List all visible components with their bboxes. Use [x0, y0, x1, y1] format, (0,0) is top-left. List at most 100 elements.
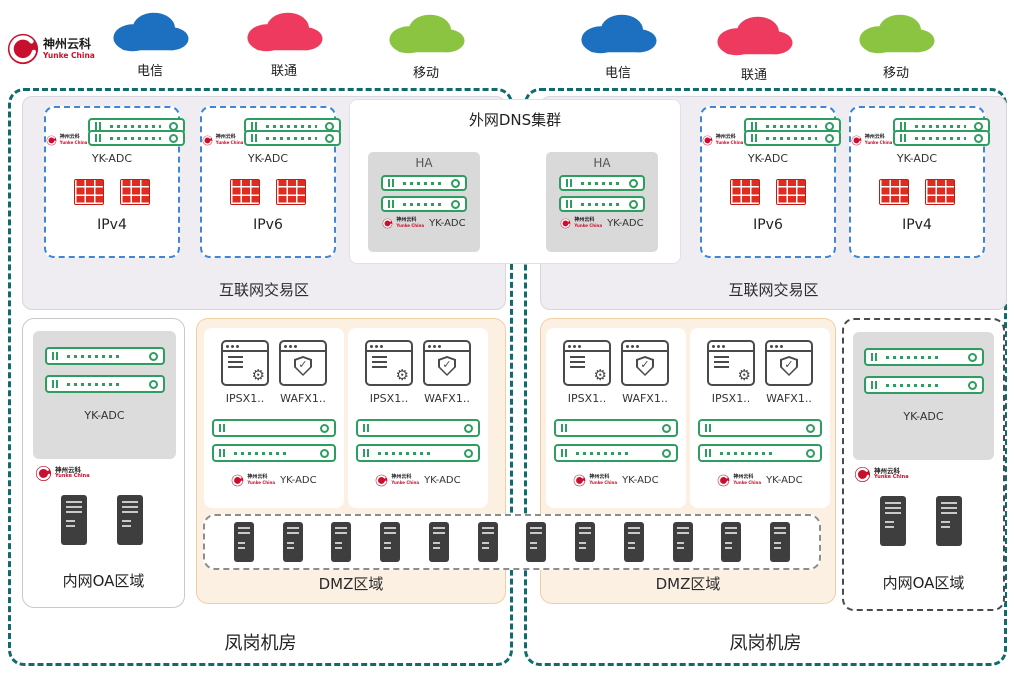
shield-icon: ✓ [780, 355, 798, 376]
server-tower-icon [936, 496, 962, 546]
firewall-icon [74, 179, 104, 205]
adc-appliance-icon [356, 419, 480, 437]
adc-appliance-stack-icon [893, 118, 991, 146]
adc-appliance-icon [698, 444, 822, 462]
dmz-server-strip [203, 514, 821, 570]
firewall-icon [925, 179, 955, 205]
adc-appliance-icon [381, 175, 467, 191]
yk-adc-label: YK-ADC [84, 409, 125, 422]
waf-icon: ✓ [765, 340, 813, 386]
server-tower-icon [61, 495, 87, 545]
server-tower-icon [428, 522, 449, 562]
cloud-telecom-2: 电信 [572, 8, 664, 81]
cloud-label: 联通 [270, 64, 297, 79]
yk-adc-label: YK-ADC [247, 152, 289, 165]
server-tower-icon [672, 522, 693, 562]
server-tower-icon [880, 496, 906, 546]
ipv6-label: IPv6 [253, 217, 283, 233]
adc-appliance-icon [698, 419, 822, 437]
server-tower-icon [623, 522, 644, 562]
adc-appliance-icon [212, 419, 336, 437]
dmz-zone-label: DMZ区域 [655, 575, 721, 593]
adc-appliance-icon [212, 444, 336, 462]
dns-cluster-title: 外网DNS集群 [468, 111, 562, 129]
ips-icon: ⚙ [365, 340, 413, 386]
ips-label: IPSX1.. [369, 392, 409, 405]
cloud-mobile-icon [859, 14, 935, 54]
server-tower-icon [380, 522, 401, 562]
adc-appliance-icon [44, 347, 165, 365]
ips-label: IPSX1.. [711, 392, 751, 405]
adc-appliance-icon [88, 130, 186, 146]
server-tower-icon [721, 522, 742, 562]
cloud-telecom: 电信 [104, 6, 196, 79]
shield-icon: ✓ [294, 355, 312, 376]
ipv4-label: IPv4 [97, 217, 127, 233]
adc-group-box: YK-ADC [33, 331, 176, 459]
oa-zone-label: 内网OA区域 [882, 574, 965, 592]
firewall-icon [230, 179, 260, 205]
ha-label: HA [415, 156, 433, 170]
ips-icon: ⚙ [563, 340, 611, 386]
dmz-zone-label: DMZ区域 [318, 575, 384, 593]
waf-icon: ✓ [423, 340, 471, 386]
server-tower-icon [282, 522, 303, 562]
gear-icon: ⚙ [593, 366, 607, 384]
adc-appliance-icon [893, 130, 991, 146]
firewall-icon [776, 179, 806, 205]
adc-appliance-icon [863, 376, 984, 394]
yk-adc-label: YK-ADC [280, 475, 317, 486]
ips-icon: ⚙ [707, 340, 755, 386]
adc-appliance-stack-icon [744, 118, 842, 146]
server-tower-icon [526, 522, 547, 562]
server-tower-icon [770, 522, 791, 562]
cloud-telecom-icon [113, 12, 189, 52]
shield-icon: ✓ [636, 355, 654, 376]
server-tower-icon [477, 522, 498, 562]
waf-icon: ✓ [279, 340, 327, 386]
yk-adc-label: YK-ADC [429, 218, 466, 229]
ips-label: IPSX1.. [567, 392, 607, 405]
cloud-mobile-2: 移动 [850, 8, 942, 81]
cloud-unicom-icon [247, 12, 323, 52]
shield-icon: ✓ [438, 355, 456, 376]
waf-label: WAFX1.. [766, 392, 812, 405]
cloud-label: 联通 [740, 68, 767, 83]
ha-label: HA [593, 156, 611, 170]
cloud-label: 电信 [604, 66, 631, 81]
server-tower-icon [575, 522, 596, 562]
adc-appliance-icon [356, 444, 480, 462]
adc-appliance-icon [244, 130, 342, 146]
server-tower-icon [331, 522, 352, 562]
yk-adc-label: YK-ADC [622, 475, 659, 486]
adc-appliance-icon [863, 348, 984, 366]
firewall-icon [120, 179, 150, 205]
adc-appliance-icon [559, 196, 645, 212]
oa-zone-label: 内网OA区域 [62, 572, 145, 590]
yk-adc-label: YK-ADC [896, 152, 938, 165]
ipv6-label: IPv6 [753, 217, 783, 233]
ips-icon: ⚙ [221, 340, 269, 386]
gear-icon: ⚙ [251, 366, 265, 384]
waf-label: WAFX1.. [280, 392, 326, 405]
datacenter-label: 凤岗机房 [729, 633, 802, 654]
server-tower-icon [117, 495, 143, 545]
cloud-mobile: 移动 [380, 8, 472, 81]
logo-cn-text: 神州云科 [43, 36, 92, 51]
